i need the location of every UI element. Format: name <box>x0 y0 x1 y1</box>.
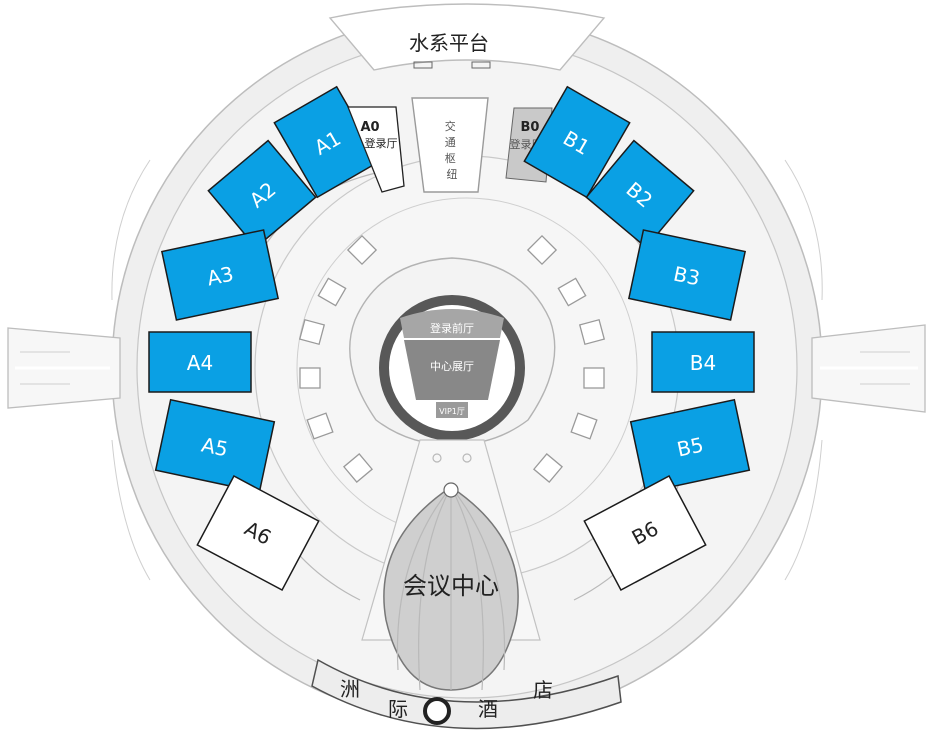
conference-center[interactable]: 会议中心 <box>383 482 519 691</box>
hall-a0[interactable]: A0 登录厅 <box>347 106 405 193</box>
hall-b3-label: B3 <box>671 261 702 290</box>
hall-a2[interactable]: A2 <box>207 139 317 249</box>
hall-a4-label: A4 <box>187 351 213 375</box>
transport-hub-label: 交 通 枢 纽 <box>445 119 460 181</box>
hotel-char-3: 酒 <box>478 697 498 721</box>
hall-a5-label: A5 <box>199 432 230 461</box>
kiosk-ring <box>298 234 606 484</box>
hotel-rotunda <box>423 697 451 725</box>
hall-b5-label: B5 <box>675 432 706 461</box>
front-hall[interactable]: 登录前厅 <box>400 309 504 338</box>
vip-hall[interactable]: VIP1厅 <box>436 402 468 418</box>
water-platform: 水系平台 <box>328 3 606 71</box>
water-platform-label: 水系平台 <box>409 31 489 55</box>
east-road <box>811 324 926 413</box>
hall-b2[interactable]: B2 <box>585 139 695 249</box>
hall-b6[interactable]: B6 <box>583 475 707 591</box>
hall-a3-label: A3 <box>205 261 236 290</box>
hall-b4-label: B4 <box>690 351 716 375</box>
hotel-char-4: 店 <box>533 678 553 702</box>
hall-a5[interactable]: A5 <box>154 398 276 494</box>
hotel[interactable]: 洲 际 酒 店 <box>311 658 622 730</box>
center-hall[interactable]: 中心展厅 <box>404 340 500 400</box>
hall-a6[interactable]: A6 <box>196 475 320 591</box>
front-hall-label: 登录前厅 <box>430 321 474 335</box>
hall-b4[interactable]: B4 <box>651 331 755 393</box>
hall-b3[interactable]: B3 <box>627 229 747 321</box>
platform-marker-right <box>471 61 491 69</box>
hall-b1[interactable]: B1 <box>523 85 631 199</box>
conference-dome-top <box>443 482 459 498</box>
hall-a0-code: A0 <box>360 120 379 135</box>
hall-b0-code: B0 <box>521 120 540 135</box>
platform-marker-left <box>413 61 433 69</box>
west-road <box>7 327 121 409</box>
vip-hall-label: VIP1厅 <box>439 407 465 416</box>
hall-a4[interactable]: A4 <box>148 331 252 393</box>
hotel-char-2: 际 <box>388 697 408 721</box>
conference-label: 会议中心 <box>403 572 499 600</box>
hall-b5[interactable]: B5 <box>629 398 751 494</box>
hall-a0-sub: 登录厅 <box>365 136 398 150</box>
hotel-char-1: 洲 <box>340 677 360 701</box>
hall-a1[interactable]: A1 <box>273 85 381 199</box>
transport-hub[interactable]: 交 通 枢 纽 <box>411 97 489 193</box>
center-hall-label: 中心展厅 <box>430 360 474 373</box>
hall-a3[interactable]: A3 <box>160 229 280 321</box>
